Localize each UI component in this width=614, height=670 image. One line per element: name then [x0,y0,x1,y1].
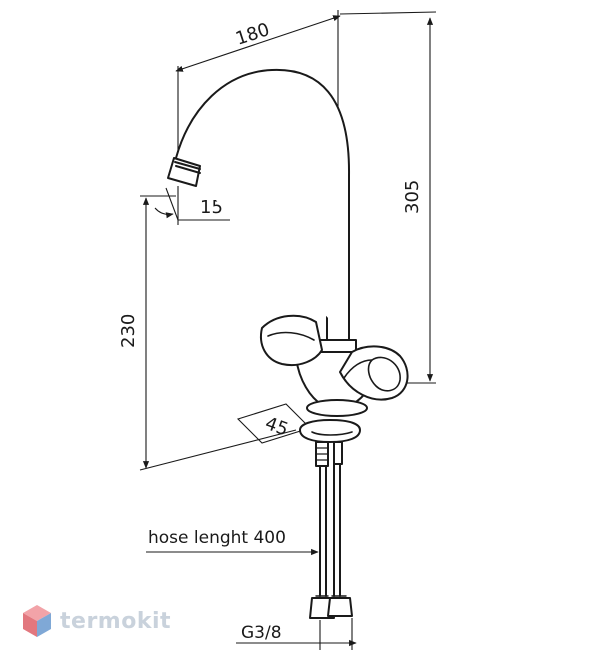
dim-180-text: 180 [233,19,272,50]
termokit-logo-icon [23,605,51,637]
dim-230 [139,195,297,471]
hose-length-label: hose lenght 400 [148,528,286,548]
dim-45-text: 45 [262,413,291,441]
dim-15-text: 15 [200,197,223,218]
faucet-body [167,68,409,619]
thread-leader [236,618,357,650]
brand-watermark: termokit [22,604,171,638]
dim-15 [154,186,230,225]
brand-name: termokit [60,608,172,634]
thread-label: G3/8 [241,623,282,643]
dim-305-text: 305 [402,180,423,214]
dim-230-text: 230 [118,314,139,348]
dim-305 [339,11,437,384]
